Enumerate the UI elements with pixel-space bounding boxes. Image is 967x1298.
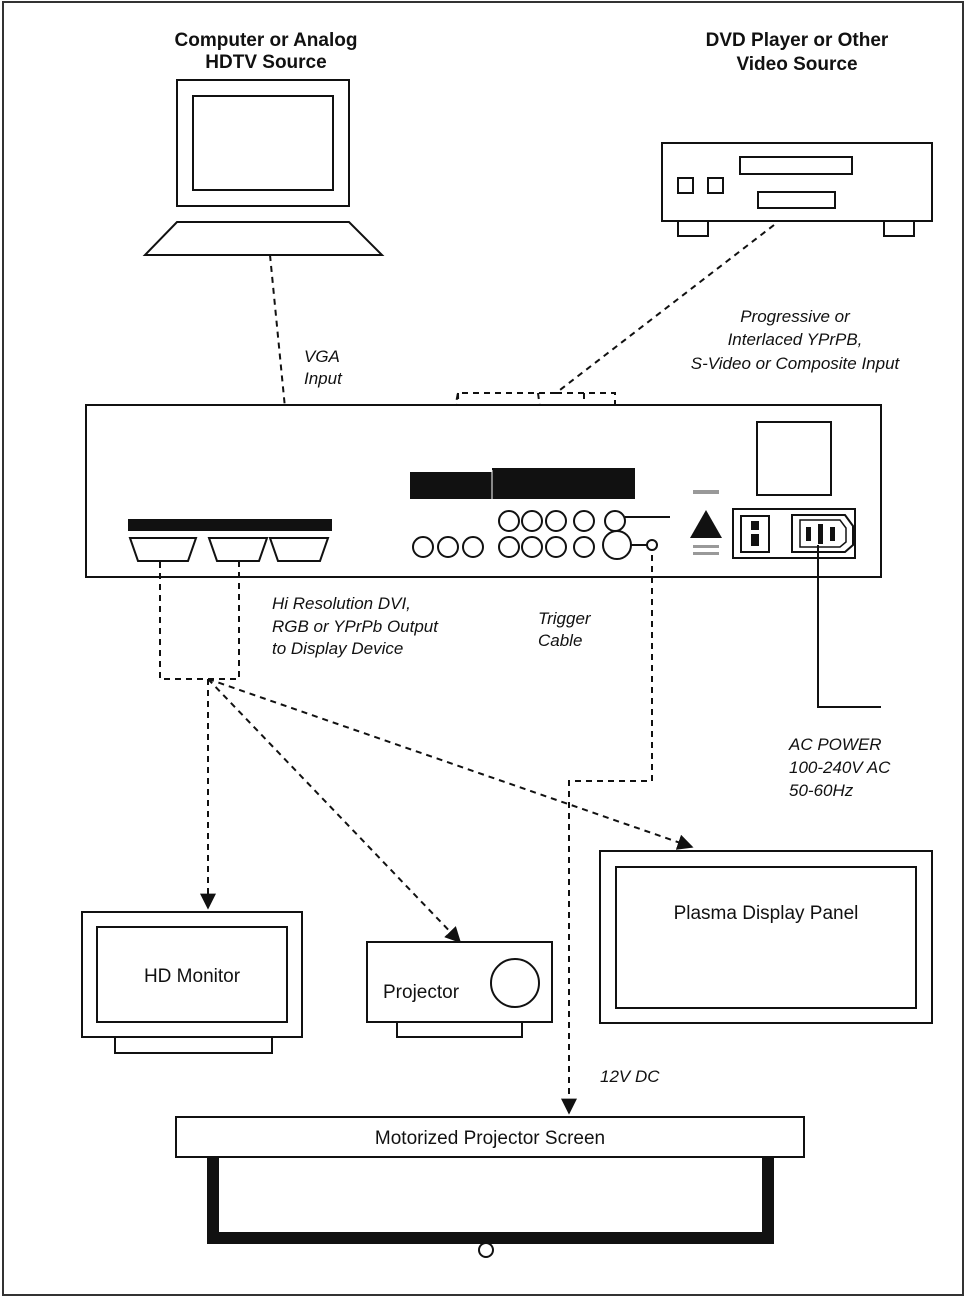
screen-pull-ring-icon	[478, 1242, 494, 1258]
computer-title-line-2: HDTV Source	[205, 52, 326, 73]
warning-icon	[690, 510, 722, 538]
vga-input-label-1: VGA	[304, 347, 340, 366]
computer-title-line-1: Computer or Analog	[175, 30, 358, 51]
plasma-display-device: Plasma Display Panel	[599, 850, 933, 1024]
video-input-label-3: S-Video or Composite Input	[691, 354, 901, 373]
plasma-label: Plasma Display Panel	[674, 903, 859, 924]
fan-vent	[756, 421, 832, 496]
dvd-title-line-1: DVD Player or Other	[706, 30, 889, 51]
trigger-label-2: Cable	[538, 631, 582, 650]
scaler-rear-panel	[85, 404, 882, 578]
computer-source-title: Computer or Analog HDTV Source	[175, 30, 358, 73]
motorized-screen-device: Motorized Projector Screen	[175, 1116, 805, 1258]
output-label-1: Hi Resolution DVI,	[272, 594, 411, 613]
video-input-label: Progressive or Interlaced YPrPB, S-Video…	[691, 307, 901, 373]
ac-power-label-1: AC POWER	[788, 735, 882, 754]
ac-power-cord	[817, 545, 881, 708]
output-label-2: RGB or YPrPb Output	[272, 617, 439, 636]
ac-power-label-3: 50-60Hz	[789, 781, 854, 800]
video-input-label-1: Progressive or	[740, 307, 851, 326]
hd-monitor-label: HD Monitor	[144, 966, 241, 987]
laptop-icon	[142, 79, 385, 256]
ac-power-label-2: 100-240V AC	[789, 758, 891, 777]
ac-power-label: AC POWER 100-240V AC 50-60Hz	[788, 735, 891, 800]
trigger-label-1: Trigger	[538, 609, 592, 628]
projector-label: Projector	[383, 982, 460, 1003]
hd-monitor-device: HD Monitor	[81, 911, 303, 1054]
dvd-player-icon	[661, 142, 933, 237]
d-sub-connectors	[128, 537, 330, 562]
output-label: Hi Resolution DVI, RGB or YPrPb Output t…	[272, 594, 439, 658]
rca-jacks	[412, 510, 658, 560]
vga-cable	[269, 254, 304, 532]
video-input-label-2: Interlaced YPrPB,	[728, 330, 863, 349]
dvd-title-line-2: Video Source	[736, 54, 857, 75]
dc-voltage-label: 12V DC	[600, 1067, 660, 1086]
vga-input-label-2: Input	[304, 369, 343, 388]
output-label-3: to Display Device	[272, 639, 403, 658]
trigger-cable	[561, 555, 653, 1115]
dvd-source-title: DVD Player or Other Video Source	[706, 30, 889, 75]
screen-label: Motorized Projector Screen	[375, 1128, 605, 1149]
projector-lens-icon	[490, 958, 540, 1008]
projector-device: Projector	[366, 941, 553, 1038]
output-cables	[159, 562, 694, 944]
